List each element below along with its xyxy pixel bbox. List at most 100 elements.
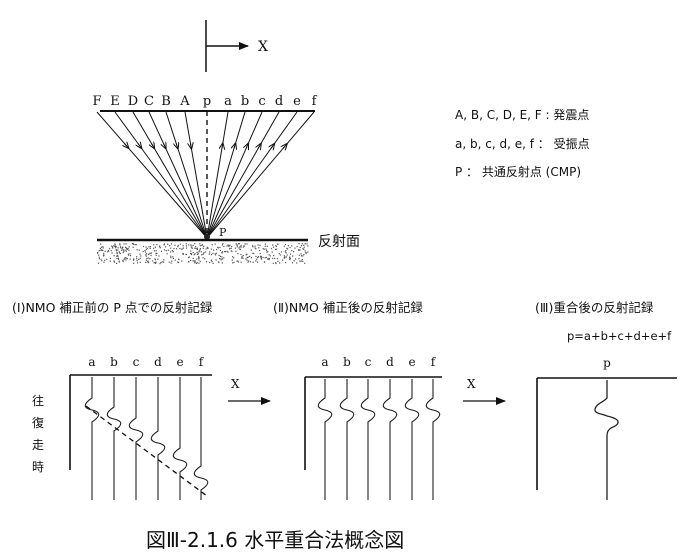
ground-dot (235, 243, 237, 245)
ground-dot (128, 254, 130, 256)
ground-dot (236, 260, 238, 262)
ground-dot (237, 253, 239, 255)
panel2-trace-c (360, 379, 376, 500)
ground-dot (228, 245, 230, 247)
ground-dot (116, 255, 118, 257)
panel2-trace-e (404, 379, 420, 500)
ray-to-receiver-b (206, 111, 246, 239)
ground-dot (286, 254, 288, 256)
panel3-title: (Ⅲ)重合後の反射記録 (535, 300, 654, 315)
ground-dot (221, 244, 223, 246)
ground-dot (127, 253, 129, 255)
ground-dot (156, 252, 158, 254)
source-label-C: C (144, 94, 154, 109)
ground-dot (291, 250, 293, 252)
ground-dot (148, 253, 150, 256)
ground-dot (201, 244, 203, 247)
ground-dot (115, 250, 118, 252)
ground-dot (155, 252, 157, 254)
ground-dot (212, 262, 214, 264)
ground-dot (220, 259, 222, 261)
ground-dot (120, 249, 123, 251)
ground-dot (146, 261, 149, 263)
ray-to-receiver-d (206, 111, 280, 239)
ground-dot (254, 247, 256, 249)
ground-dot (198, 262, 200, 264)
ground-dot (246, 259, 248, 261)
ground-dot (104, 259, 106, 261)
ground-dot (307, 251, 309, 253)
panel1-trace-label-e: e (176, 355, 183, 369)
ground-dot (129, 258, 131, 260)
ground-dot (125, 246, 127, 248)
ground-dot (205, 251, 207, 253)
ground-dot (224, 250, 226, 253)
ground-dot (113, 260, 115, 262)
ground-dot (226, 250, 228, 252)
ground-dot (293, 260, 295, 262)
ground-dot (273, 246, 275, 248)
ground-dot (160, 262, 162, 264)
ground-dot (241, 257, 243, 259)
ground-dot (236, 244, 238, 246)
ground-dot (306, 243, 308, 245)
ground-dot (255, 260, 257, 262)
ground-dot (118, 252, 121, 254)
ground-dot (305, 252, 307, 254)
ground-dot (278, 253, 280, 255)
ground-dot (239, 246, 241, 248)
ground-dot (275, 248, 277, 250)
ground-dot (210, 259, 212, 262)
ground-dot (303, 246, 305, 248)
ground-dot (136, 262, 139, 264)
ground-dot (190, 246, 192, 248)
ground-dot (223, 245, 225, 248)
ground-dot (266, 258, 269, 260)
panel1-trace-label-d: d (154, 355, 162, 369)
ground-dot (264, 257, 266, 259)
ground-dot (298, 249, 300, 251)
panel1-trace-label-a: a (88, 355, 95, 369)
panel2-trace-b (339, 379, 355, 500)
ground-dot (145, 255, 147, 257)
panel1-trace-label-c: c (133, 355, 140, 369)
ground-dot (203, 253, 205, 255)
ground-dot (298, 243, 300, 245)
ground-dot (227, 251, 229, 253)
ground-dot (118, 261, 120, 263)
ground-dot (196, 262, 198, 264)
ground-dot (242, 257, 244, 259)
ground-dot (300, 253, 302, 255)
ground-dot (199, 243, 201, 245)
ground-dot (300, 260, 302, 262)
ground-dot (190, 244, 192, 246)
ground-dot (194, 243, 196, 245)
ground-dot (135, 244, 137, 246)
ground-dot (104, 250, 106, 252)
ground-dot (144, 250, 146, 252)
ground-dot (271, 251, 273, 253)
ground-dot (203, 245, 205, 247)
ground-dot (243, 245, 245, 247)
ground-dot (118, 251, 120, 253)
ground-dot (188, 261, 190, 263)
ground-dot (100, 258, 102, 260)
panel-arrow-2-label: X (467, 377, 476, 391)
ground-dot (235, 250, 237, 252)
receiver-label-a: a (224, 94, 232, 109)
ground-dot (193, 254, 195, 256)
ground-dot (220, 258, 222, 260)
ground-dot (257, 256, 260, 258)
ground-dot (292, 262, 294, 264)
ground-dot (219, 246, 221, 248)
ground-dot (113, 255, 115, 257)
ground-dot (221, 256, 223, 258)
ground-dot (272, 262, 274, 264)
ground-dot (289, 259, 291, 261)
receiver-label-e: e (293, 94, 301, 109)
ground-dot (138, 249, 140, 251)
